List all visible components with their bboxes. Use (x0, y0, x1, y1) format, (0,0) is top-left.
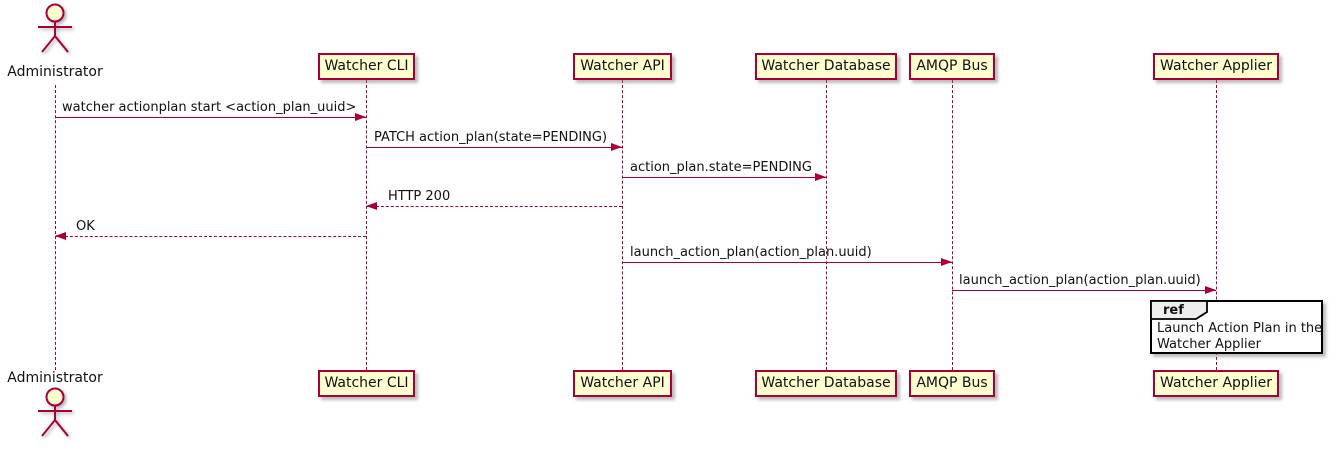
lifeline-watcher-cli (365, 80, 367, 370)
lifeline-watcher-api (621, 80, 623, 370)
message-3-label: action_plan.state=PENDING (630, 160, 812, 175)
ref-tab-icon (1150, 300, 1208, 320)
message-2-line (366, 147, 622, 148)
message-2-arrowhead-icon (611, 142, 622, 151)
message-5-arrowhead-icon (55, 231, 66, 240)
participant-top-watcher-api: Watcher API (573, 53, 672, 80)
actor-icon-bottom (38, 387, 72, 437)
message-1-arrowhead-icon (355, 112, 366, 121)
message-2-label: PATCH action_plan(state=PENDING) (374, 130, 608, 145)
message-7-arrowhead-icon (1205, 285, 1216, 294)
lifeline-administrator (54, 85, 56, 370)
message-5-line (55, 236, 366, 237)
message-4-arrowhead-icon (366, 201, 377, 210)
message-3-line (622, 177, 826, 178)
participant-top-amqp-bus: AMQP Bus (909, 53, 995, 80)
message-7-label: launch_action_plan(action_plan.uuid) (959, 273, 1201, 288)
participant-top-watcher-cli: Watcher CLI (318, 53, 415, 80)
ref-text: Launch Action Plan in the Watcher Applie… (1157, 321, 1322, 353)
participant-bottom-amqp-bus: AMQP Bus (909, 370, 995, 397)
participant-bottom-watcher-applier: Watcher Applier (1153, 370, 1279, 397)
participant-top-watcher-database: Watcher Database (755, 53, 897, 80)
lifeline-watcher-database (825, 80, 827, 370)
message-4-label: HTTP 200 (388, 189, 451, 204)
message-1-label: watcher actionplan start <action_plan_uu… (62, 100, 357, 115)
actor-icon (38, 3, 72, 53)
message-4-line (366, 206, 622, 207)
message-7-line (952, 290, 1216, 291)
ref-text-line1: Launch Action Plan in the (1157, 321, 1323, 336)
ref-tab-label: ref (1163, 303, 1184, 318)
message-6-arrowhead-icon (941, 257, 952, 266)
message-5-label: OK (76, 219, 95, 234)
message-6-label: launch_action_plan(action_plan.uuid) (630, 245, 872, 260)
participant-bottom-watcher-api: Watcher API (573, 370, 672, 397)
lifeline-watcher-applier (1215, 80, 1217, 370)
ref-text-line2: Watcher Applier (1157, 337, 1261, 352)
actor-label-top: Administrator (7, 64, 103, 80)
ref-fragment: ref Launch Action Plan in the Watcher Ap… (1150, 300, 1323, 354)
actor-label-bottom: Administrator (7, 370, 103, 386)
participant-bottom-watcher-cli: Watcher CLI (318, 370, 415, 397)
participant-top-watcher-applier: Watcher Applier (1153, 53, 1279, 80)
message-1-line (55, 117, 366, 118)
participant-bottom-watcher-database: Watcher Database (755, 370, 897, 397)
message-3-arrowhead-icon (815, 172, 826, 181)
lifeline-amqp-bus (951, 80, 953, 370)
message-6-line (622, 262, 952, 263)
